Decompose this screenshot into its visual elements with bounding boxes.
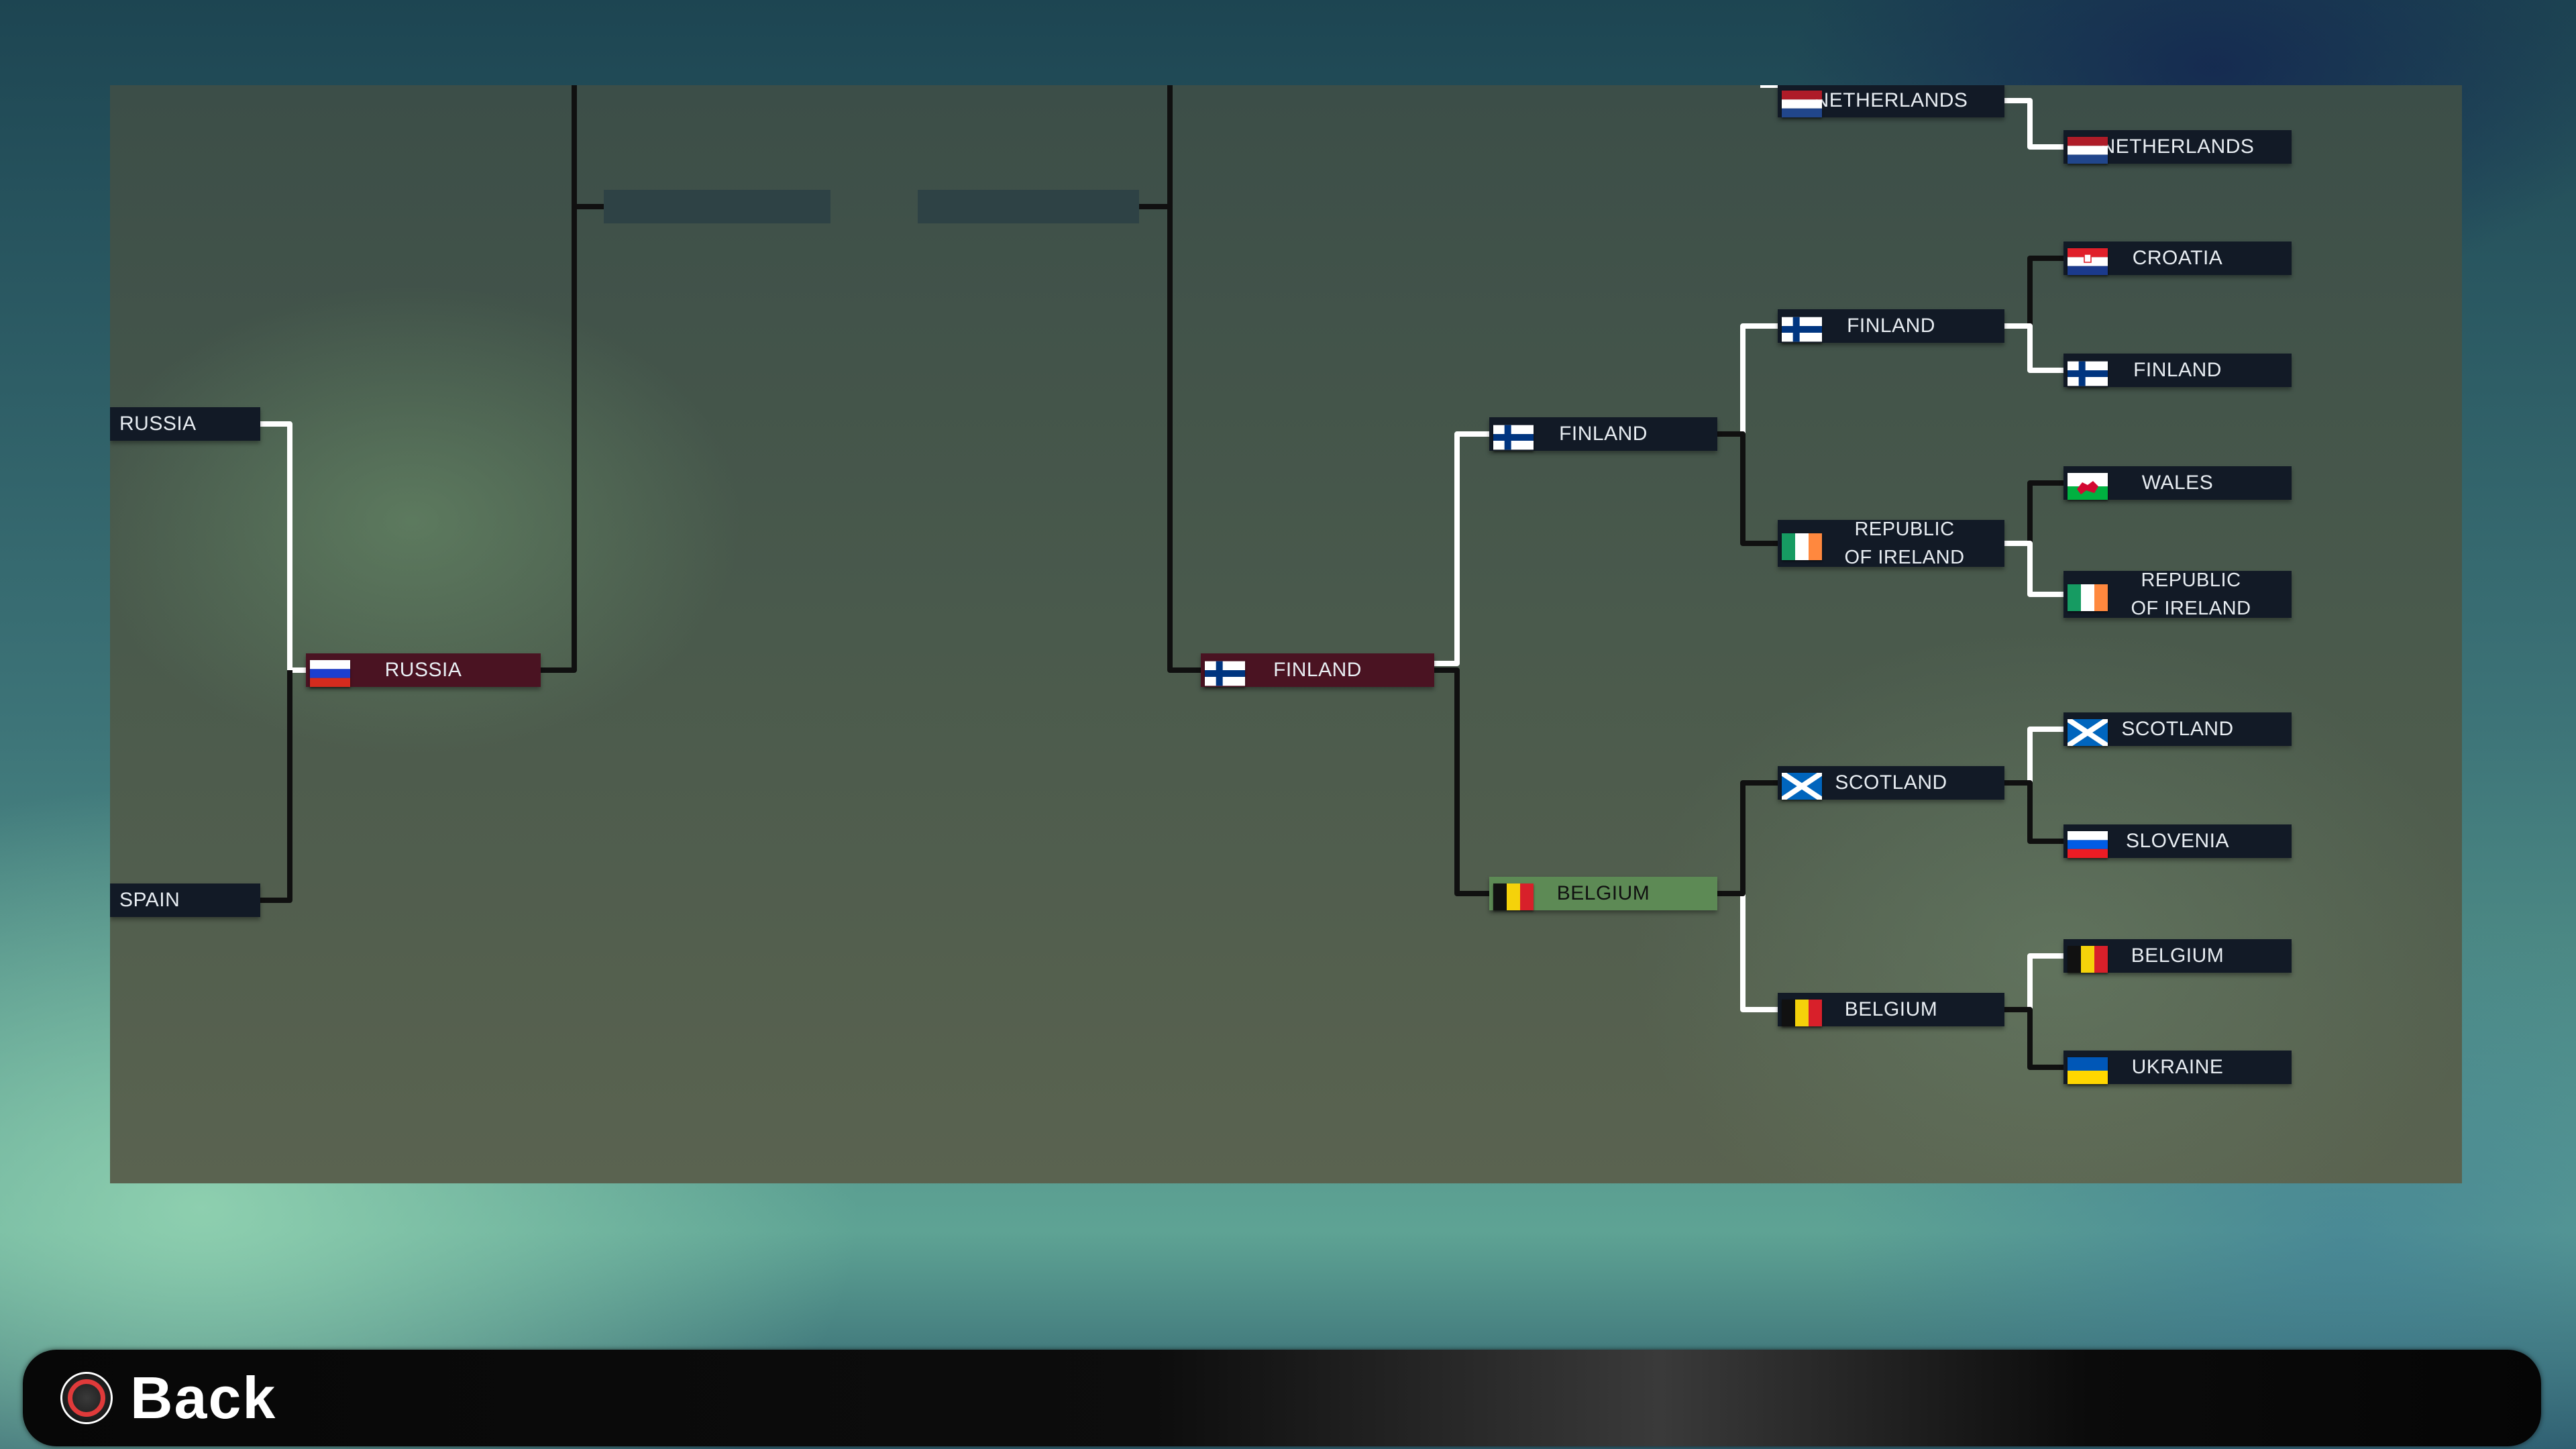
line-ireland-r16 [1717,431,1778,546]
bracket-slot-finland-r16[interactable]: FINLAND [1778,309,2004,343]
bracket-slot-russia-semifinal[interactable]: RUSSIA [306,653,541,687]
slot-label: FINLAND [1847,315,1935,337]
ireland-flag-icon [1782,533,1822,560]
line-finland-r32 [2004,323,2063,373]
line-scotland-r32 [2004,727,2063,786]
back-label: Back [130,1364,277,1431]
bracket-slot-scotland-r32[interactable]: SCOTLAND [2063,712,2292,746]
finland-flag-icon [1205,660,1245,687]
bracket-slot-netherlands-r32[interactable]: NETHERLANDS [2063,130,2292,164]
line-spain-r1 [260,670,292,903]
wales-flag-icon [2068,473,2108,500]
bracket-slot-finland-semifinal[interactable]: FINLAND [1201,653,1434,687]
line-slovenia-r32 [2004,780,2063,844]
slot-label: FINLAND [1273,659,1362,681]
finland-flag-icon [1493,424,1534,451]
croatia-flag-icon [2068,248,2108,275]
slot-label: RUSSIA [119,413,197,435]
finland-flag-icon [1782,316,1822,343]
bracket-lines [260,85,2063,1070]
bracket-slot-russia-r1[interactable]: RUSSIA [110,407,260,441]
bracket-slot-finland-quarterfinal[interactable]: FINLAND [1489,417,1717,451]
slot-label: CROATIA [2132,247,2223,269]
line-finland-qf [1434,431,1489,666]
slot-label: FINLAND [2133,359,2222,381]
final-slot-right [918,190,1139,223]
belgium-flag-icon [1493,883,1534,910]
netherlands-flag-icon [2068,137,2108,164]
line-wales-r32 [2004,480,2063,546]
bracket-slot-croatia-r32[interactable]: CROATIA [2063,241,2292,275]
slot-label: NETHERLANDS [2100,136,2255,158]
footer-bar: Back [23,1350,2541,1446]
slot-label: NETHERLANDS [1814,89,1968,111]
slot-label: BELGIUM [2131,945,2224,967]
bracket-slot-spain-r1[interactable]: SPAIN [110,883,260,917]
slot-label: REPUBLIC OF IRELAND [1844,519,1965,568]
bracket-slot-scotland-r16[interactable]: SCOTLAND [1778,766,2004,800]
line-belgium-r32 [2004,953,2063,1012]
line-russia-semi [541,85,577,673]
slot-label: RUSSIA [384,659,462,681]
finland-flag-icon [2068,360,2108,387]
bracket-slot-ireland-r16[interactable]: REPUBLIC OF IRELAND [1778,519,2004,568]
line-scotland-r16 [1717,780,1778,896]
bracket-slot-belgium-r16[interactable]: BELGIUM [1778,993,2004,1026]
bracket-slot-finland-r32[interactable]: FINLAND [2063,354,2292,387]
line-ukraine-r32 [2004,1007,2063,1070]
bracket-slot-netherlands-r16[interactable]: NETHERLANDS [1778,85,2004,117]
scotland-flag-icon [2068,719,2108,746]
netherlands-flag-icon [1782,91,1822,117]
slot-label: FINLAND [1559,423,1648,445]
circle-button-icon [60,1372,113,1424]
slot-label: WALES [2141,472,2214,494]
line-russia-r1 [260,421,306,673]
slovenia-flag-icon [2068,831,2108,858]
slot-label: SLOVENIA [2125,830,2230,852]
line-belgium-qf [1434,667,1489,896]
line-croatia-r32 [2004,256,2063,329]
scotland-flag-icon [1782,773,1822,800]
final-slot-left [604,190,830,223]
bracket-slot-slovenia-r32[interactable]: SLOVENIA [2063,824,2292,858]
belgium-flag-icon [2068,946,2108,973]
line-netherlands-r32 [2004,98,2063,150]
bracket-slot-ukraine-r32[interactable]: UKRAINE [2063,1051,2292,1084]
line-belgium-r16 [1717,891,1778,1012]
ireland-flag-icon [2068,584,2108,611]
slot-label: SCOTLAND [1835,771,1947,794]
bracket-slot-belgium-r32[interactable]: BELGIUM [2063,939,2292,973]
slot-label: SCOTLAND [2121,718,2234,740]
slot-label: REPUBLIC OF IRELAND [2131,570,2251,619]
slot-label: BELGIUM [1556,882,1650,904]
slot-label: BELGIUM [1844,998,1938,1020]
slot-label: SPAIN [119,889,180,911]
slot-label: UKRAINE [2131,1056,2224,1078]
bracket-panel: RUSSIA SPAIN RUSSIA FINLAND FINLAND BELG… [110,85,2462,1183]
line-finland-r16 [1717,323,1778,437]
bracket-slot-wales-r32[interactable]: WALES [2063,466,2292,500]
belgium-flag-icon [1782,1000,1822,1026]
back-button[interactable]: Back [60,1364,276,1432]
line-finland-semi-left [1167,85,1201,673]
bracket-slot-belgium-quarterfinal[interactable]: BELGIUM [1489,877,1717,910]
bracket-slot-ireland-r32[interactable]: REPUBLIC OF IRELAND [2063,570,2292,619]
ukraine-flag-icon [2068,1057,2108,1084]
russia-flag-icon [310,660,350,687]
line-ireland-r32 [2004,541,2063,597]
